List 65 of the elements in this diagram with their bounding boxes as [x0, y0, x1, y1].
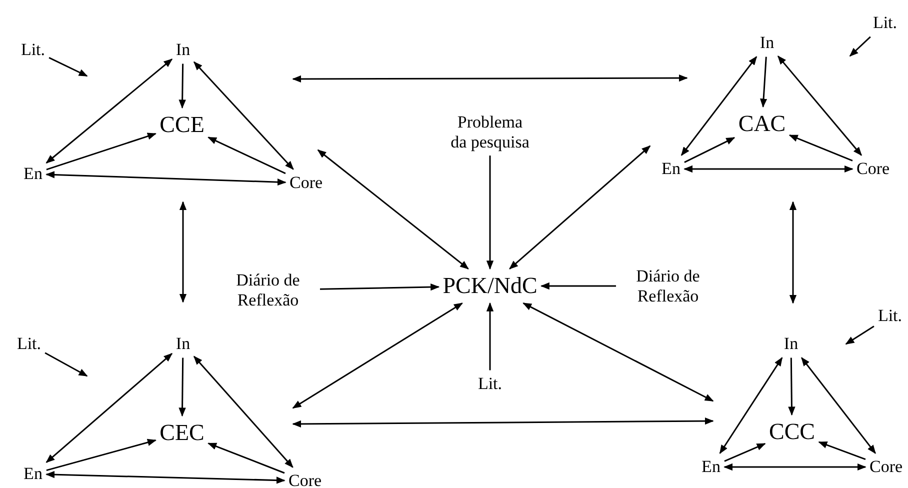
concept-label: En — [24, 164, 42, 184]
arrow — [178, 358, 186, 417]
concept-label: In — [784, 334, 798, 354]
concept-label: PCK/NdC — [442, 272, 538, 300]
arrow — [486, 156, 494, 270]
arrow — [46, 470, 286, 484]
arrow — [680, 56, 758, 156]
arrow — [46, 132, 156, 170]
arrow — [317, 149, 469, 270]
arrow — [849, 36, 871, 57]
arrow — [193, 61, 294, 170]
arrow — [48, 57, 88, 77]
arrow — [292, 417, 714, 428]
concept-label: CCE — [160, 112, 204, 138]
arrow — [46, 58, 173, 164]
arrow — [801, 357, 876, 454]
arrow — [178, 64, 186, 109]
concept-label: En — [702, 457, 720, 477]
concept-label: Problema da pesquisa — [448, 112, 532, 152]
arrow — [719, 357, 783, 454]
concept-label: CCC — [768, 418, 816, 446]
arrow — [788, 358, 796, 416]
concept-label: In — [760, 33, 774, 53]
concept-label: Lit. — [20, 40, 46, 60]
concept-label: Lit. — [478, 374, 502, 394]
arrow — [788, 134, 853, 162]
concept-label: Diário de Reflexão — [620, 266, 716, 306]
arrow — [540, 282, 616, 290]
concept-label: In — [176, 40, 190, 60]
arrow — [46, 438, 156, 472]
concept-label: Lit. — [16, 334, 42, 354]
arrow — [193, 356, 294, 468]
concept-label: Core — [856, 159, 890, 179]
concept-label: Lit. — [878, 306, 902, 326]
concept-label: Core — [289, 173, 323, 193]
arrow — [522, 302, 714, 402]
arrow — [724, 442, 766, 462]
arrow — [208, 442, 285, 474]
concept-label: Diário de Reflexão — [220, 270, 316, 310]
concept-label: Lit. — [872, 13, 898, 33]
arrow — [684, 137, 736, 164]
arrow — [46, 353, 173, 463]
arrow — [292, 74, 688, 83]
arrow — [724, 463, 866, 471]
arrow — [486, 302, 494, 370]
arrow — [778, 56, 862, 156]
arrow — [208, 136, 286, 174]
arrow — [320, 283, 440, 291]
concept-label: CEC — [160, 420, 204, 446]
arrow — [789, 201, 797, 304]
arrow — [179, 201, 187, 303]
arrow — [509, 145, 651, 270]
arrow — [845, 326, 874, 345]
arrow — [46, 171, 286, 186]
concept-label: Core — [288, 471, 322, 488]
concept-label: En — [24, 464, 42, 484]
arrow — [684, 165, 854, 173]
concept-label: En — [662, 159, 680, 179]
arrow — [760, 56, 768, 108]
concept-label: CAC — [738, 110, 786, 138]
arrow — [44, 352, 88, 377]
arrow — [818, 441, 866, 460]
concept-label: Core — [869, 457, 903, 477]
arrow — [292, 302, 463, 409]
concept-label: In — [176, 334, 190, 354]
